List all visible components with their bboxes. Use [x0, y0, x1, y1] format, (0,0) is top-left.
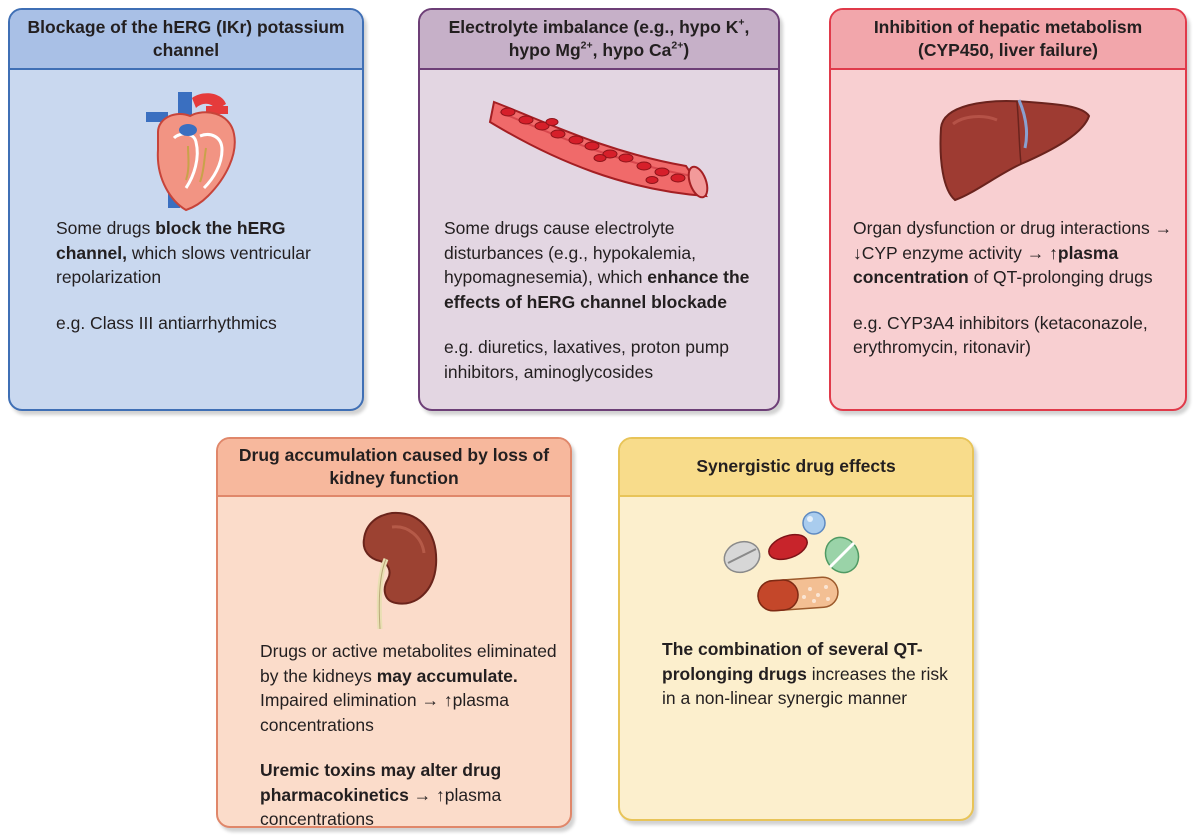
card-electrolyte-imbalance: Electrolyte imbalance (e.g., hypo K+, hyp… — [418, 8, 780, 411]
text-segment: Impaired elimination — [260, 690, 422, 710]
text-segment: Organ dysfunction or drug interactions — [853, 218, 1155, 238]
text-segment: ↑plasma concentrations — [260, 690, 509, 735]
description-paragraph: The combination of several QT-prolonging… — [662, 637, 962, 711]
title-segment: Electrolyte imbalance (e.g., hypo K — [448, 16, 739, 37]
arrow-symbol: → — [421, 690, 439, 710]
card-title-text: Drug accumulation caused by loss of kidn… — [238, 444, 550, 488]
card-title: Inhibition of hepatic metabolism (CYP450… — [831, 10, 1185, 70]
card-description: The combination of several QT-prolonging… — [662, 637, 962, 711]
title-superscript: 2+ — [671, 39, 684, 52]
text-bold: ↑plasma concentration — [853, 242, 1119, 288]
card-title-text: Blockage of the hERG (IKr) potassium cha… — [27, 16, 345, 60]
text-bold: Uremic toxins may alter drug pharmacokin… — [260, 760, 502, 805]
blood-vessel-icon — [488, 100, 709, 199]
card-description: Some drugs block the hERG channel, which… — [56, 216, 356, 335]
text-bold: block the hERG channel, — [56, 218, 286, 263]
description-paragraph: Uremic toxins may alter drug pharmacokin… — [260, 758, 560, 828]
text-bold: enhance the effects of hERG channel bloc… — [444, 267, 750, 312]
heart-icon — [146, 92, 236, 212]
card-title: Blockage of the hERG (IKr) potassium cha… — [10, 10, 362, 70]
card-kidney-accumulation: Drug accumulation caused by loss of kidn… — [216, 437, 572, 828]
title-segment: hypo Mg — [508, 40, 581, 60]
text-segment: which slows ventricular repolarization — [56, 242, 311, 288]
card-title: Drug accumulation caused by loss of kidn… — [218, 439, 570, 497]
card-hepatic-metabolism: Inhibition of hepatic metabolism (CYP450… — [829, 8, 1187, 411]
card-herg-blockage: Blockage of the hERG (IKr) potassium cha… — [8, 8, 364, 411]
example-paragraph: e.g. CYP3A4 inhibitors (ketaconazole, er… — [853, 312, 1148, 358]
card-title-text: Synergistic drug effects — [696, 456, 896, 477]
description-paragraph: Drugs or active metabolites eliminated b… — [260, 639, 560, 737]
description-paragraph: Some drugs block the hERG channel, which… — [56, 216, 356, 290]
arrow-symbol: → — [1154, 218, 1173, 238]
title-segment: ) — [683, 40, 690, 60]
card-title-text: Inhibition of hepatic metabolism (CYP450… — [873, 16, 1143, 60]
card-description: Some drugs cause electrolyte disturbance… — [444, 216, 764, 384]
text-segment: ↓CYP enzyme activity — [853, 242, 1027, 263]
title-superscript: + — [738, 16, 745, 29]
title-superscript: 2+ — [580, 39, 593, 52]
text-segment: Some drugs — [56, 218, 156, 238]
text-bold: may accumulate. — [376, 665, 518, 686]
text-segment: ↑plasma concentrations — [260, 784, 502, 828]
title-segment: , hypo Ca — [592, 40, 672, 60]
card-title: Electrolyte imbalance (e.g., hypo K+, hyp… — [420, 10, 778, 70]
text-bold: The combination of several QT-prolonging… — [662, 639, 923, 684]
description-paragraph: Organ dysfunction or drug interactions →… — [853, 216, 1179, 290]
title-segment: , — [744, 16, 750, 37]
card-title-text: Electrolyte imbalance (e.g., hypo K+, hyp… — [449, 16, 750, 62]
card-description: Drugs or active metabolites eliminated b… — [260, 639, 560, 828]
example-paragraph: e.g. Class III antiarrhythmics — [56, 312, 277, 333]
text-segment: Drugs or active metabolites eliminated b… — [260, 641, 557, 686]
text-segment: of QT-prolonging drugs — [968, 267, 1153, 287]
text-segment: Some drugs cause electrolyte disturbance… — [444, 218, 696, 287]
kidney-icon — [362, 511, 438, 630]
card-description: Organ dysfunction or drug interactions →… — [853, 216, 1179, 360]
pills-icon — [723, 511, 860, 612]
example-paragraph: e.g. diuretics, laxatives, proton pump i… — [444, 337, 730, 382]
liver-icon — [939, 99, 1091, 202]
text-segment: increases the risk in a non-linear syner… — [662, 663, 948, 709]
card-synergistic-effects: Synergistic drug effects The combination… — [618, 437, 974, 821]
description-paragraph: Some drugs cause electrolyte disturbance… — [444, 216, 764, 314]
arrow-symbol: → — [408, 784, 432, 805]
arrow-symbol: → — [1026, 242, 1045, 263]
card-title: Synergistic drug effects — [620, 439, 972, 497]
